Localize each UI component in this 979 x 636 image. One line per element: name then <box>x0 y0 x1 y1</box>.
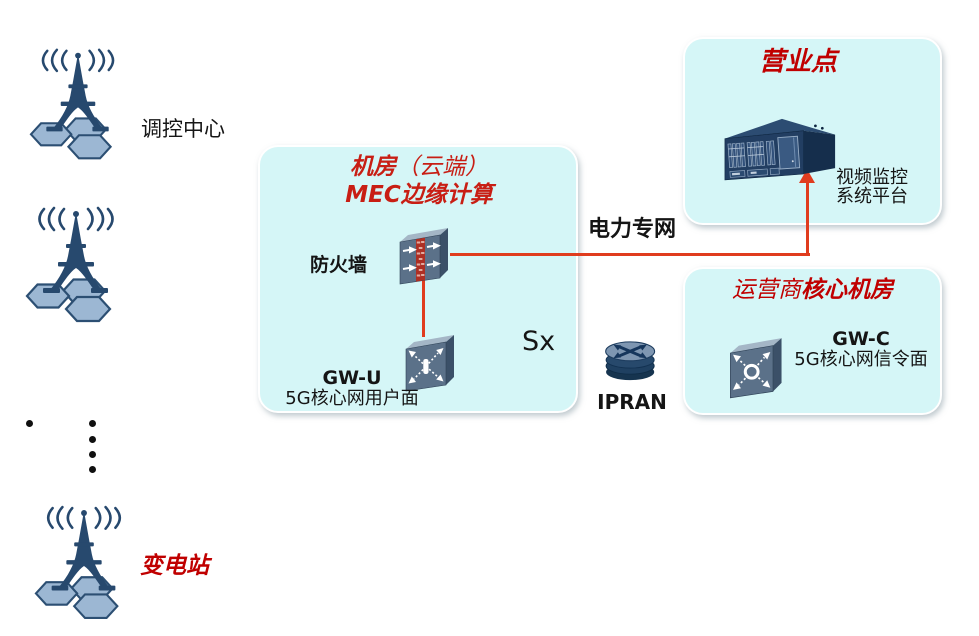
gwc-label: GW-C <box>832 328 890 350</box>
firewall-icon <box>396 226 454 290</box>
gwu-label: GW-U <box>322 367 382 389</box>
mec-title-line1: 机房（云端） <box>350 154 488 180</box>
base-station-icon <box>28 46 128 169</box>
video-platform-label: 视频监控 系统平台 <box>836 167 908 207</box>
sx-interface-label: Sx <box>522 326 556 357</box>
continuation-dot <box>26 420 33 427</box>
power-network-link <box>450 253 810 256</box>
gateway-control-plane-icon <box>726 336 788 404</box>
ipran-router-stack-icon <box>600 329 662 388</box>
gwu-sublabel: 5G核心网用户面 <box>285 388 419 409</box>
operator-core-title: 运营商核心机房 <box>732 277 893 303</box>
firewall-label: 防火墙 <box>310 254 368 276</box>
link-to-server <box>806 182 809 254</box>
firewall-gwu-link <box>422 280 425 337</box>
continuation-dot <box>89 436 96 443</box>
control-center-label: 调控中心 <box>141 117 225 141</box>
operator-core-box <box>683 267 942 415</box>
gwu-label-group: GW-U 5G核心网用户面 <box>280 368 424 409</box>
mec-box-title: 机房（云端） MEC边缘计算 <box>263 153 575 209</box>
mec-title-line2: MEC边缘计算 <box>345 182 493 208</box>
substation-label: 变电站 <box>140 553 209 579</box>
business-site-title: 营业点 <box>758 47 837 77</box>
continuation-dot <box>89 420 96 427</box>
continuation-dot <box>89 466 96 473</box>
power-private-network-label: 电力专网 <box>588 217 677 242</box>
ipran-label: IPRAN <box>597 390 667 414</box>
gateway-user-plane-icon <box>402 333 460 397</box>
base-station-icon <box>33 503 135 629</box>
base-station-icon <box>24 204 128 332</box>
gwc-label-group: GW-C 5G核心网信令面 <box>791 329 931 370</box>
gwc-sublabel: 5G核心网信令面 <box>794 349 928 370</box>
continuation-dot <box>89 451 96 458</box>
video-surveillance-server-icon <box>719 109 841 186</box>
